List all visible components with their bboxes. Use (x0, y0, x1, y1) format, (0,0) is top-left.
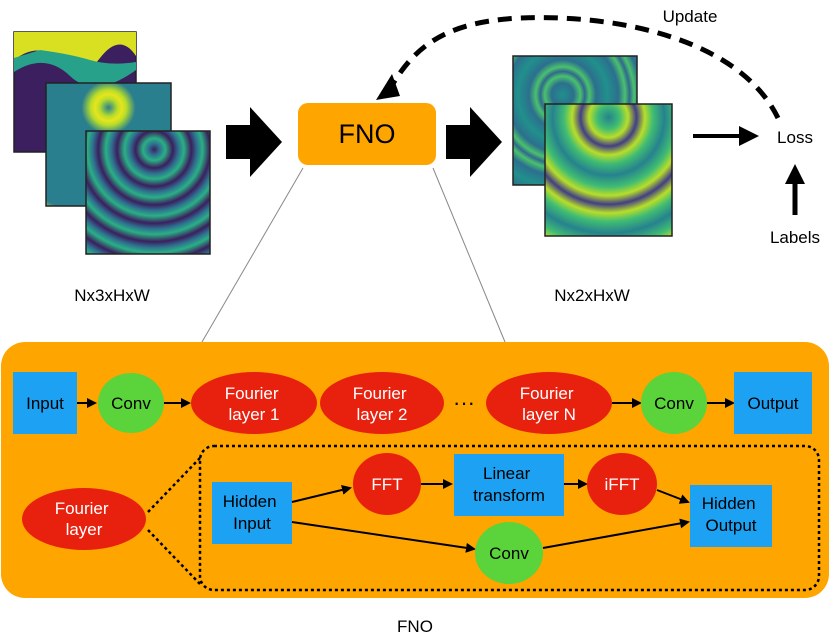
update-label: Update (663, 7, 718, 26)
fft-label: FFT (371, 475, 402, 494)
fourier-layer-n-line2: layer N (522, 405, 576, 424)
zoom-line-right (432, 167, 506, 343)
fourier-layer-detail-box (198, 444, 821, 592)
output-field-stack (512, 55, 673, 237)
fourier-layer-2-line1: Fourier (353, 384, 407, 403)
fourier-layer-2-line2: layer 2 (356, 405, 407, 424)
update-dashed-arrow (382, 15, 781, 120)
input-field-image-3 (85, 130, 211, 255)
hidden-input-line1: Hidden (223, 492, 277, 511)
conv-detail-label: Conv (489, 544, 529, 563)
conv-out-node: Conv (641, 372, 707, 434)
labels-label: Labels (770, 228, 820, 247)
caption: FNO (397, 617, 433, 636)
output-node: Output (734, 372, 812, 434)
svg-text:Hidden Input: Hidden Input (223, 492, 282, 533)
hidden-input-node: Hidden Input (212, 482, 292, 544)
fft-node: FFT (353, 453, 421, 515)
linear-transform-node: Linear transform (454, 454, 564, 516)
big-arrow-right-icon (226, 107, 282, 177)
conv-in-node: Conv (98, 373, 164, 433)
edge-conv-hidden-out (542, 518, 690, 549)
conv-out-label: Conv (654, 394, 694, 413)
fourier-layer-1-node: Fourier layer 1 (191, 372, 317, 434)
ellipsis: ··· (453, 390, 475, 415)
linear-line2: transform (473, 486, 545, 505)
hidden-input-line2: Input (233, 514, 271, 533)
fno-block: FNO (298, 103, 436, 165)
input-node: Input (13, 372, 77, 434)
conv-in-label: Conv (111, 394, 151, 413)
expand-line-top (147, 457, 201, 513)
output-shape-label: Nx2xHxW (554, 286, 630, 305)
loss-label: Loss (777, 128, 813, 147)
svg-text:Fourier layer: Fourier layer (55, 499, 114, 539)
fourier-layer-n-node: Fourier layer N (486, 372, 612, 434)
svg-text:Fourier layer 2: Fourier layer 2 (353, 384, 412, 424)
fourier-layer-line2: layer (66, 520, 103, 539)
fourier-layer-line1: Fourier (55, 499, 109, 518)
edge-hidden-fft (291, 485, 352, 503)
hidden-output-node: Hidden Output (690, 485, 772, 547)
ifft-label: iFFT (605, 475, 640, 494)
fourier-layer-2-node: Fourier layer 2 (320, 372, 444, 434)
input-shape-label: Nx3xHxW (74, 286, 150, 305)
zoom-line-left (201, 167, 304, 343)
ifft-node: iFFT (587, 453, 657, 515)
fourier-layer-1-line2: layer 1 (228, 405, 279, 424)
input-node-label: Input (26, 394, 64, 413)
hidden-output-line1: Hidden (702, 494, 756, 513)
update-arrowhead-icon (376, 74, 400, 100)
fourier-layer-n-line1: Fourier (520, 384, 574, 403)
conv-detail-node: Conv (475, 522, 543, 584)
output-field-image-2 (544, 103, 673, 237)
expand-line-bottom (147, 529, 201, 585)
svg-text:Hidden Output: Hidden Output (702, 494, 761, 535)
hidden-output-line2: Output (705, 516, 756, 535)
fourier-layer-node: Fourier layer (22, 488, 146, 550)
svg-text:Fourier layer 1: Fourier layer 1 (225, 384, 284, 424)
fno-block-label: FNO (339, 119, 396, 149)
big-arrow-right-icon (446, 107, 502, 177)
edge-hidden-conv (291, 521, 476, 553)
svg-text:Fourier layer N: Fourier layer N (520, 384, 579, 424)
output-node-label: Output (747, 394, 798, 413)
fourier-layer-1-line1: Fourier (225, 384, 279, 403)
linear-line1: Linear (483, 464, 531, 483)
input-field-stack (13, 31, 211, 255)
svg-text:Linear transform: Linear transform (473, 464, 545, 505)
edge-ifft-hidden-out (656, 489, 690, 504)
